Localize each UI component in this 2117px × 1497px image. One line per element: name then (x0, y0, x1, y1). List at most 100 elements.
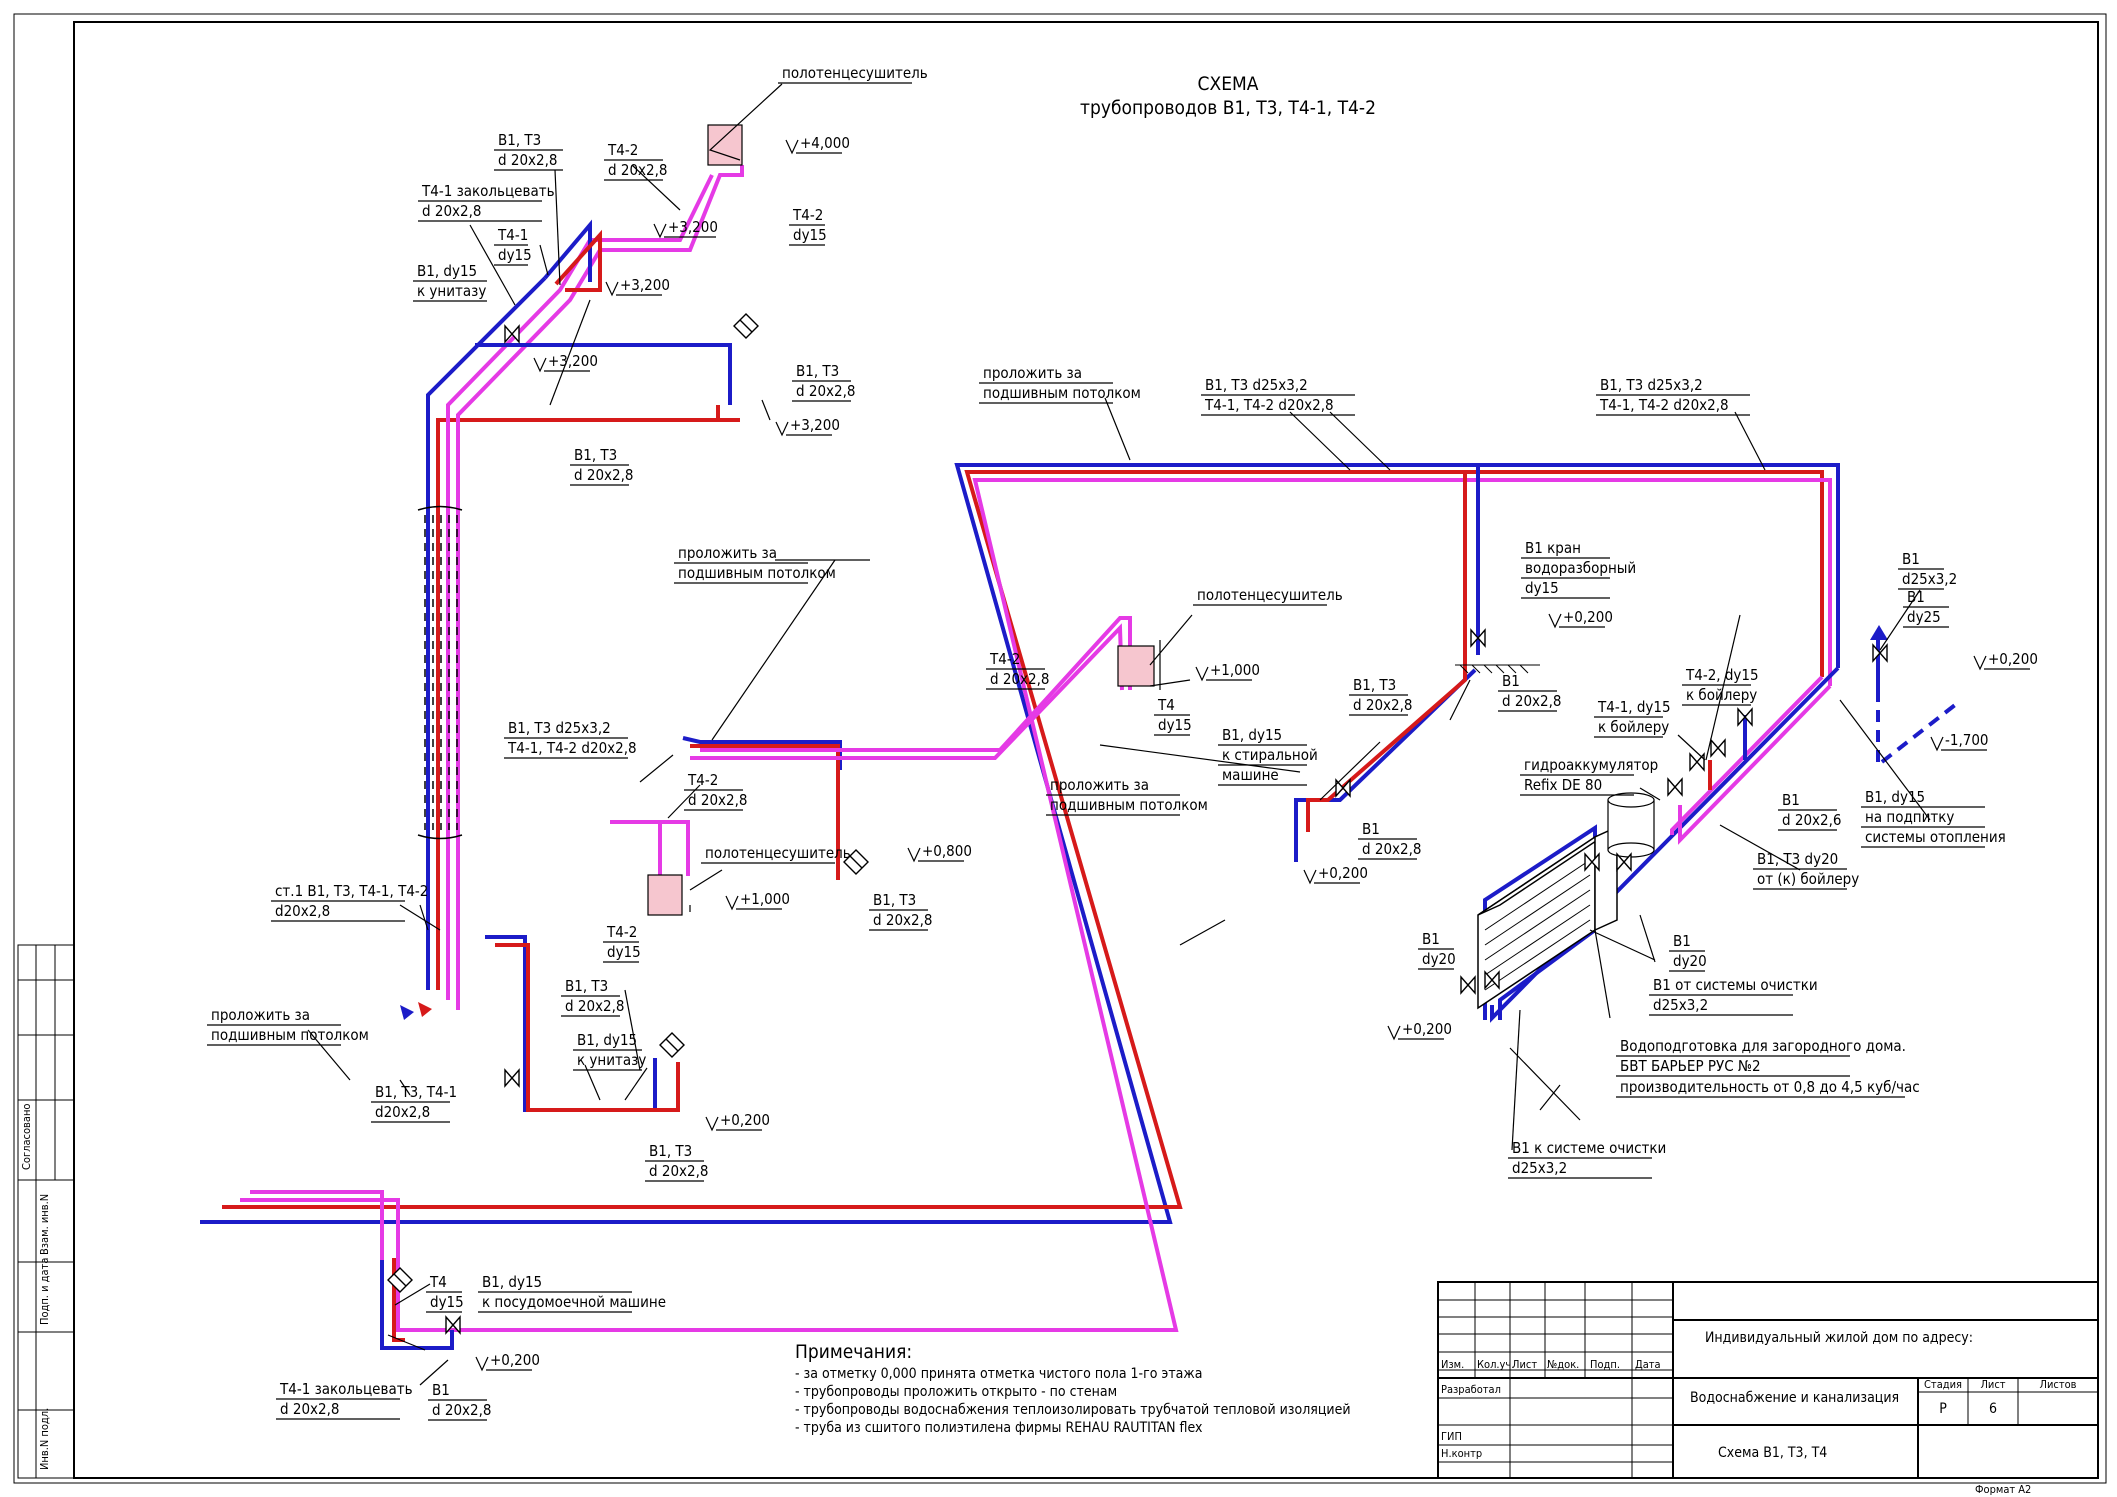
callout-text: Т4 (429, 1273, 447, 1291)
callout-a16: В1, Т3 d25х3,2Т4-1, Т4-2 d20х2,8 (1201, 376, 1355, 416)
valves (445, 324, 1888, 1335)
callout-text: В1, Т3 (574, 446, 617, 464)
tb-sheet-name: Схема В1, Т3, Т4 (1718, 1445, 1827, 1461)
callout-a40: В1d 20х2,8 (1358, 820, 1421, 860)
callout-text: d 20х2,8 (574, 466, 633, 484)
leader-line (1705, 614, 1741, 761)
tb-role-developer: Разработал (1441, 1383, 1501, 1396)
level-mark-icon (1548, 613, 1562, 629)
callout-text: d 20х2,6 (1782, 811, 1841, 829)
callout-text: полотенцесушитель (782, 64, 928, 82)
leader-line (1099, 744, 1301, 773)
callout-a43: +0,800 (907, 842, 972, 863)
callout-text: +4,000 (800, 134, 850, 152)
tb-section: Водоснабжение и канализация (1690, 1390, 1899, 1406)
callout-a28: В1, Т3d 20х2,8 (1349, 676, 1412, 716)
pipe-main-t4b (250, 1190, 384, 1330)
callout-text: Т4-1 закольцевать (421, 182, 555, 200)
note-1: - за отметку 0,000 принята отметка чисто… (795, 1366, 1202, 1382)
callout-text: В1 (1902, 550, 1920, 568)
leader-line (1639, 914, 1656, 963)
tb-col-podp: Подп. (1590, 1358, 1620, 1371)
callout-text: d 20х2,8 (1362, 840, 1421, 858)
callout-text: водоразборный (1525, 559, 1636, 577)
stamp-inv-orig: Инв.N подл. (38, 1408, 51, 1470)
callout-a58: производительность от 0,8 до 4,5 куб/час (1616, 1078, 1920, 1098)
callout-a32: -1,700 (1930, 731, 1989, 752)
water-treatment-unit-icon (1477, 825, 1618, 1010)
tb-sheets-label: Листов (2040, 1378, 2077, 1391)
callout-a24: полотенцесушитель (1193, 586, 1343, 606)
callout-text: d 20х2,8 (990, 670, 1049, 688)
callout-text: В1, Т3, Т4-1 (375, 1083, 457, 1101)
callout-text: dy15 (430, 1293, 464, 1311)
callout-text: В1, dy15 (577, 1031, 637, 1049)
leader-line (1719, 824, 1801, 871)
tb-stage-label: Стадия (1924, 1378, 1962, 1391)
leader-line (1589, 929, 1656, 961)
hydro-accumulator-icon (1607, 792, 1655, 858)
callout-text: В1 (1673, 932, 1691, 950)
callout-text: +1,000 (740, 890, 790, 908)
valve-icon (1584, 852, 1600, 872)
callout-text: +1,000 (1210, 661, 1260, 679)
flow-arrow-red (418, 1002, 432, 1017)
callout-text: d 20х2,8 (608, 161, 667, 179)
callout-text: +3,200 (620, 276, 670, 294)
callout-text: Т4-2, dy15 (1685, 666, 1759, 684)
callout-text: +0,200 (1563, 608, 1613, 626)
valve-icon (1460, 975, 1476, 995)
flow-arrow-blue (400, 1005, 414, 1020)
fitting-icon (659, 1032, 685, 1058)
leader-lines (307, 83, 1931, 1386)
leader-line (1319, 741, 1381, 801)
callout-text: В1 (1907, 588, 1925, 606)
tap-hatching-icon (1455, 664, 1540, 674)
pipe-riser-b1 (426, 276, 547, 990)
callout-text: +0,200 (1318, 864, 1368, 882)
callout-text: В1, Т3 (796, 362, 839, 380)
callout-text: подшивным потолком (983, 384, 1141, 402)
tb-format: Формат А2 (1975, 1483, 2031, 1496)
callout-a03: +4,000 (785, 134, 850, 155)
note-2: - трубопроводы проложить открыто - по ст… (795, 1384, 1117, 1400)
leader-line (419, 1359, 449, 1386)
callout-a01: полотенцесушитель (778, 64, 928, 84)
valve-icon (445, 1315, 461, 1335)
pipe-mid-t3 (690, 744, 840, 880)
leader-line (1104, 397, 1131, 461)
towel-warmer-mid-icon (1117, 645, 1155, 687)
callout-text: БВТ БАРЬЕР РУС №2 (1620, 1057, 1761, 1075)
leader-line (624, 989, 641, 1071)
level-mark-icon (605, 281, 619, 297)
leader-line (639, 754, 674, 783)
leader-line (584, 1064, 601, 1101)
callout-text: к стиральной (1222, 746, 1318, 764)
callout-text: В1 (1422, 930, 1440, 948)
note-3: - трубопроводы водоснабжения теплоизолир… (795, 1402, 1351, 1418)
fitting-icon (733, 313, 759, 339)
callout-a42: +0,200 (1303, 864, 1368, 885)
level-mark-icon (1195, 666, 1209, 682)
level-mark-icon (725, 895, 739, 911)
callout-text: Т4-2 (687, 771, 718, 789)
callout-text: +0,200 (490, 1351, 540, 1369)
callout-a66: В1d 20х2,8 (428, 1381, 491, 1421)
pipe-right-t4b (1670, 675, 1824, 835)
callout-text: В1, Т3 d25х3,2 (1205, 376, 1308, 394)
callout-text: d 20х2,8 (1353, 696, 1412, 714)
leader-line (711, 559, 836, 741)
callout-text: В1, dy15 (417, 262, 477, 280)
level-mark-icon (1303, 869, 1317, 885)
leader-line (1734, 411, 1766, 471)
drawing-title-line2: трубопроводов В1, Т3, Т4-1, Т4-2 (1080, 97, 1376, 119)
pipe-mid-t4 (610, 820, 662, 876)
callout-text: dy15 (1158, 716, 1192, 734)
callout-text: Т4-1 закольцевать (279, 1380, 413, 1398)
fitting-icon (387, 1267, 413, 1293)
level-mark-icon (653, 223, 667, 239)
